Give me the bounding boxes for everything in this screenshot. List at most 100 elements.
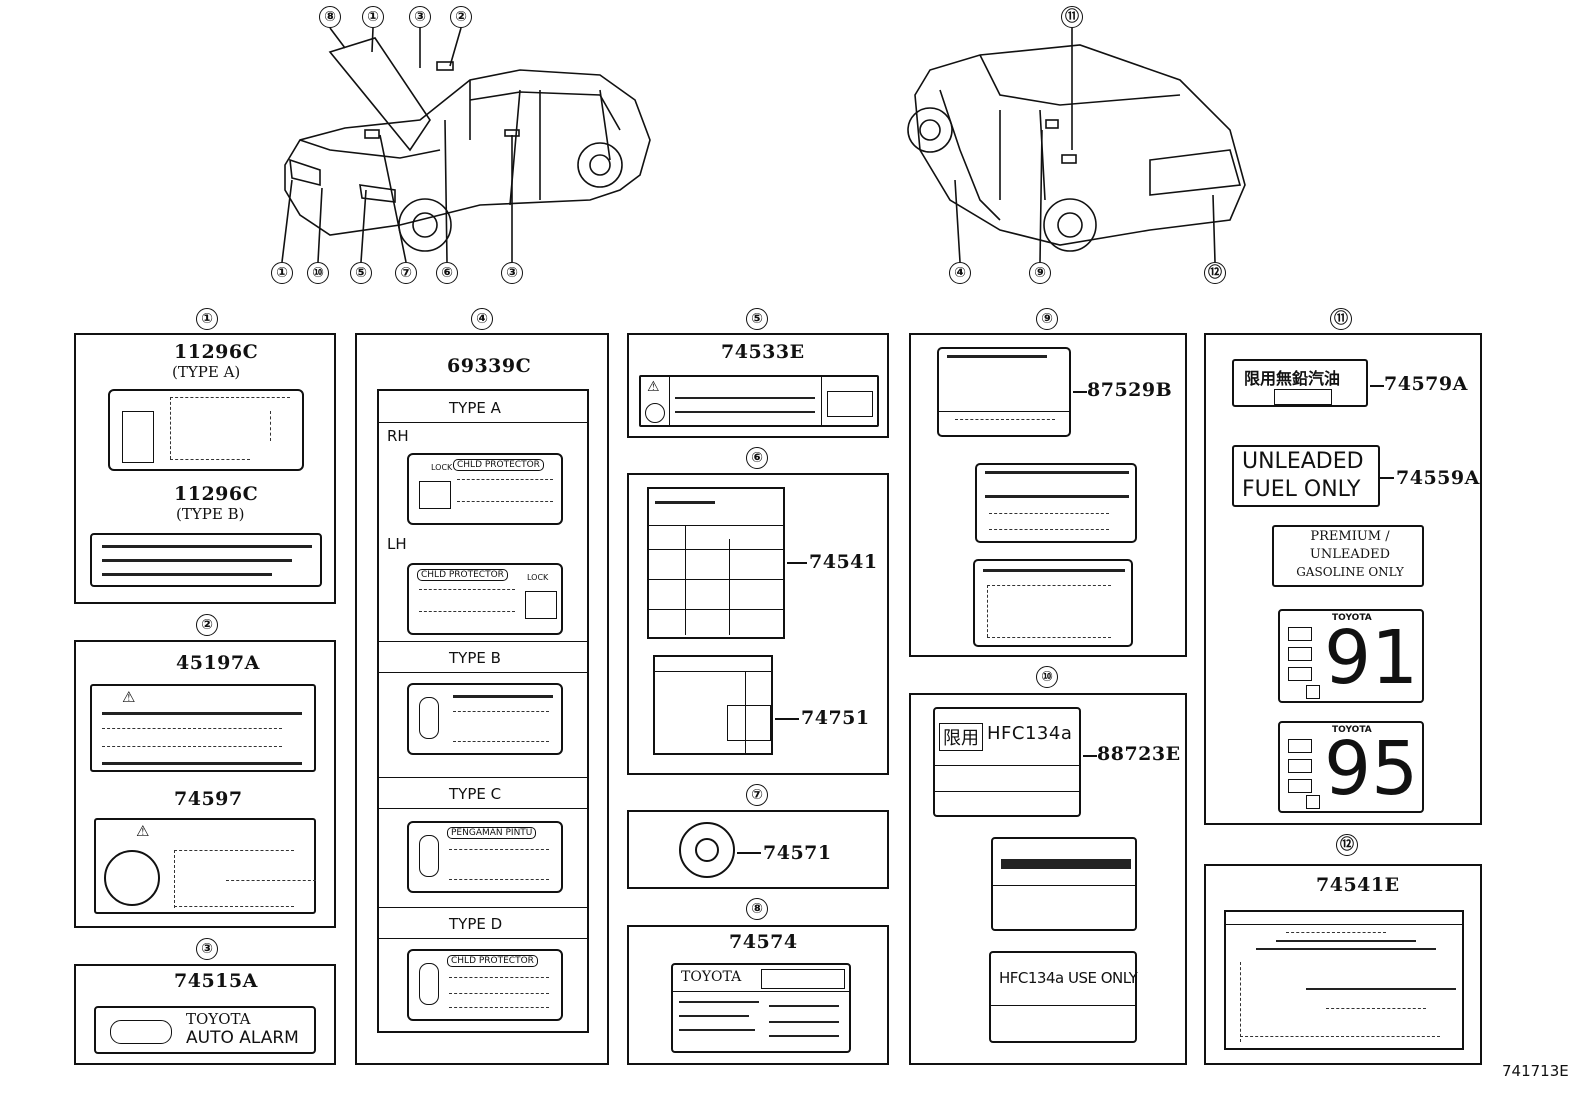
unleaded-line1: UNLEADED [1242,449,1364,474]
section-11-panel: 限用無鉛汽油 74579A UNLEADED FUEL ONLY 74559A … [1204,333,1482,825]
label-11296c-type-b [90,533,322,587]
label-74579a: 限用無鉛汽油 [1232,359,1368,407]
section-6-panel: 74541 74751 [627,473,889,775]
child-protector-text-rh: CHLD PROTECTOR [453,459,544,471]
lh-label: LH [387,535,407,553]
toyota-logo-95: TOYOTA [1332,725,1372,735]
octane-95-text: 95 [1324,726,1419,812]
premium-line3: GASOLINE ONLY [1296,565,1404,579]
switch-icon-d [419,963,439,1005]
section-12-number: ⑫ [1336,834,1358,856]
car-load-icon [727,705,771,741]
section-12-panel: 74541E [1204,864,1482,1065]
label-type-b [407,683,563,755]
hfc-text: HFC134a [987,723,1073,744]
premium-line2: UNLEADED [1309,547,1391,562]
section-10-panel: 限用 HFC134a 88723E HFC134a USE ONLY [909,693,1187,1065]
alarm-icon [110,1020,172,1044]
switch-icon-b [419,697,439,739]
type-a-label: (TYPE A) [172,363,241,381]
section-2-number: ② [196,614,218,636]
part-number-87529b: 87529B [1087,379,1173,401]
label-74751 [653,655,773,755]
section-9-panel: 87529B [909,333,1187,657]
type-a-heading: TYPE A [449,399,501,417]
section-4-number: ④ [471,308,493,330]
toyota-logo-91: TOYOTA [1332,613,1372,623]
type-c-heading: TYPE C [449,785,502,803]
label-87529b-variant-1 [975,463,1137,543]
label-74541 [647,487,785,639]
label-74574: TOYOTA [671,963,851,1053]
label-88723e-variant-2: HFC134a USE ONLY [989,951,1138,1043]
label-74559a: UNLEADED FUEL ONLY [1232,445,1380,507]
switch-icon-lh [525,591,557,619]
prohibit-icon [645,403,665,423]
type-b-label: (TYPE B) [176,505,245,523]
front-car-drawing [281,27,1246,263]
section-7-panel: 74571 [627,810,889,889]
section-10-number: ⑩ [1036,666,1058,688]
section-6-number: ⑥ [746,447,768,469]
section-7-number: ⑦ [746,784,768,806]
label-type-a-lh: CHLD PROTECTOR LOCK [407,563,563,635]
section-3-panel: 74515A TOYOTA AUTO ALARM [74,964,336,1065]
part-number-74541: 74541 [809,551,878,573]
callout-6-bottom: ⑥ [436,262,458,284]
callout-4-bottom: ④ [949,262,971,284]
label-type-a-rh: LOCK CHLD PROTECTOR [407,453,563,525]
callout-10-bottom: ⑩ [307,262,329,284]
part-number-45197a: 45197A [176,652,260,674]
lock-text-rh: LOCK [431,463,453,472]
switch-icon-c [419,835,439,877]
premium-line1: PREMIUM / [1310,529,1390,544]
callout-1-top: ① [362,6,384,28]
part-number-74559a: 74559A [1396,467,1480,489]
callout-5-bottom: ⑤ [350,262,372,284]
part-number-11296c-b: 11296C [174,483,259,505]
section-3-number: ③ [196,938,218,960]
label-octane-95: TOYOTA 95 [1278,721,1424,813]
section-2-panel: 45197A ⚠ 74597 ⚠ [74,640,336,928]
warning-triangle-icon-3: ⚠ [647,379,660,395]
callout-7-bottom: ⑦ [395,262,417,284]
callout-2-top: ② [450,6,472,28]
airbag-icon [827,391,873,417]
switch-icon-rh [419,481,451,509]
pengaman-pintu-text: PENGAMAN PINTU [447,827,537,839]
alarm-label-line1: TOYOTA [186,1010,251,1028]
hfc-use-only-text: HFC134a USE ONLY [999,969,1138,987]
callout-8-top: ⑧ [319,6,341,28]
type-b-heading: TYPE B [449,649,501,667]
toyota-brand-text: TOYOTA [681,969,742,985]
section-11-number: ⑪ [1330,308,1352,330]
warning-triangle-icon-2: ⚠ [136,822,150,840]
section-1-number: ① [196,308,218,330]
section-1-panel: 11296C (TYPE A) 11296C (TYPE B) [74,333,336,604]
part-number-74533e: 74533E [721,341,805,363]
limit-use-text: 限用 [939,723,983,751]
rh-label: RH [387,427,409,445]
label-74541e [1224,910,1464,1050]
label-87529b-variant-2 [973,559,1133,647]
label-74597: ⚠ [94,818,316,914]
section-4-panel: 69339C TYPE A RH LOCK CHLD PROTECTOR LH … [355,333,609,1065]
callout-9-bottom: ⑨ [1029,262,1051,284]
part-number-74571: 74571 [763,842,832,864]
alarm-label-line2: AUTO ALARM [186,1028,299,1048]
lock-text-lh: LOCK [527,573,549,582]
part-number-88723e: 88723E [1097,743,1181,765]
label-74533e: ⚠ [639,375,879,427]
unleaded-line2: FUEL ONLY [1242,477,1361,502]
key-icon [122,411,154,463]
callout-12-bottom: ⑫ [1204,262,1226,284]
label-premium-unleaded: PREMIUM / UNLEADED GASOLINE ONLY [1272,525,1424,587]
label-45197a: ⚠ [90,684,316,772]
section-8-number: ⑧ [746,898,768,920]
part-number-74541e: 74541E [1316,874,1400,896]
section-8-panel: 74574 TOYOTA [627,925,889,1065]
child-protector-text-lh: CHLD PROTECTOR [417,569,508,581]
child-protector-text-d: CHLD PROTECTOR [447,955,538,967]
part-number-74515a: 74515A [174,970,258,992]
section-5-panel: 74533E ⚠ [627,333,889,438]
